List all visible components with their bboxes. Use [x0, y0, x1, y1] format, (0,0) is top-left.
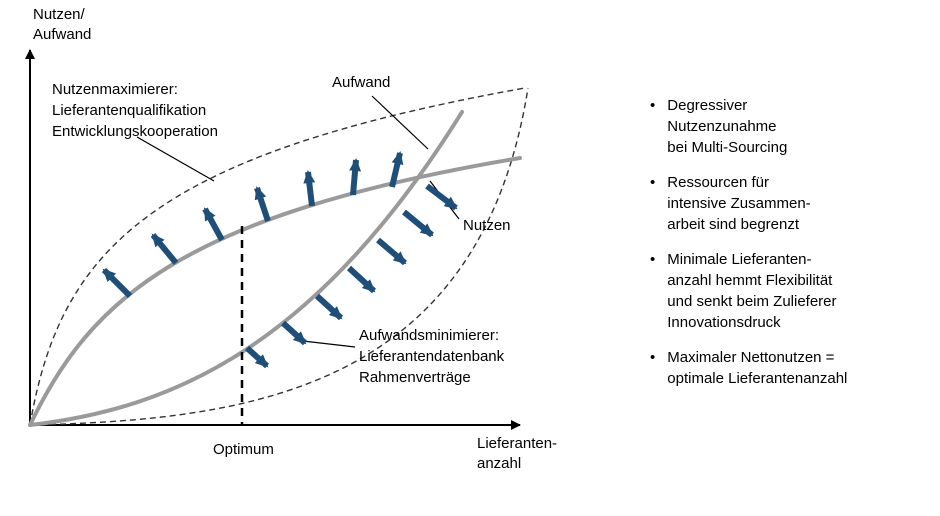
- list-item: • Ressourcen für intensive Zusammen- arb…: [650, 172, 926, 235]
- bullet-text: Degressiver Nutzenzunahme bei Multi-Sour…: [667, 97, 788, 156]
- lower-envelope-dashed-curve: [29, 87, 529, 426]
- upper-envelope-dashed-curve: [29, 87, 526, 426]
- aufwand-arrow-icon: [425, 183, 458, 211]
- nutzen-arrow-icon: [389, 151, 404, 188]
- y-axis-label: Nutzen/ Aufwand: [33, 6, 92, 43]
- bullet-text: Maximaler Nettonutzen = optimale Liefera…: [667, 349, 848, 387]
- supplier-count-diagram: [25, 49, 529, 430]
- optimum-label: Optimum: [213, 441, 274, 458]
- nutzen-arrow-icon: [254, 186, 271, 222]
- bullet-icon: •: [650, 349, 656, 366]
- bullet-icon: •: [650, 97, 656, 114]
- bullet-icon: •: [650, 251, 656, 268]
- nutzen-arrow-icon: [202, 207, 225, 242]
- aufwand-arrow-icon: [314, 293, 344, 321]
- nutzen-arrow-icon: [150, 233, 179, 265]
- bullet-text: Ressourcen für intensive Zusammen- arbei…: [667, 174, 811, 233]
- list-item: • Degressiver Nutzenzunahme bei Multi-So…: [650, 95, 926, 158]
- aufwand-arrows: [244, 183, 458, 369]
- list-item: • Minimale Lieferanten- anzahl hemmt Fle…: [650, 249, 926, 333]
- bullet-icon: •: [650, 174, 656, 191]
- aufwand-curve-label: Aufwand: [332, 74, 391, 91]
- nutzen-curve-label: Nutzen: [463, 217, 511, 234]
- nutzenmaximierer-label: Nutzenmaximierer: Lieferantenqualifikati…: [52, 81, 218, 140]
- aufwand-arrow-icon: [244, 345, 270, 369]
- aufwand-arrow-icon: [346, 265, 377, 294]
- aufwand-arrow-icon: [376, 237, 407, 266]
- nutzen-arrow-icon: [349, 158, 362, 196]
- aufwand-arrow-icon: [280, 320, 308, 346]
- key-points-list: • Degressiver Nutzenzunahme bei Multi-So…: [650, 95, 926, 389]
- aufwand-arrow-icon: [402, 209, 434, 238]
- envelope-curves: [29, 87, 529, 426]
- aufwandsminimierer-label: Aufwandsminimierer: Lieferantendatenbank…: [359, 327, 505, 386]
- list-item: • Maximaler Nettonutzen = optimale Liefe…: [650, 347, 926, 389]
- x-axis-label: Lieferanten- anzahl: [477, 435, 558, 472]
- bullet-text: Minimale Lieferanten- anzahl hemmt Flexi…: [667, 251, 837, 331]
- axes: [25, 49, 521, 430]
- aufwandsminimierer-pointer-line: [302, 340, 356, 348]
- nutzen-arrow-icon: [101, 267, 133, 299]
- nutzen-arrow-icon: [303, 170, 316, 207]
- nutzenmaximierer-pointer-line: [136, 136, 215, 182]
- aufwand-pointer-line: [371, 95, 429, 150]
- nutzen-arrows: [101, 151, 404, 299]
